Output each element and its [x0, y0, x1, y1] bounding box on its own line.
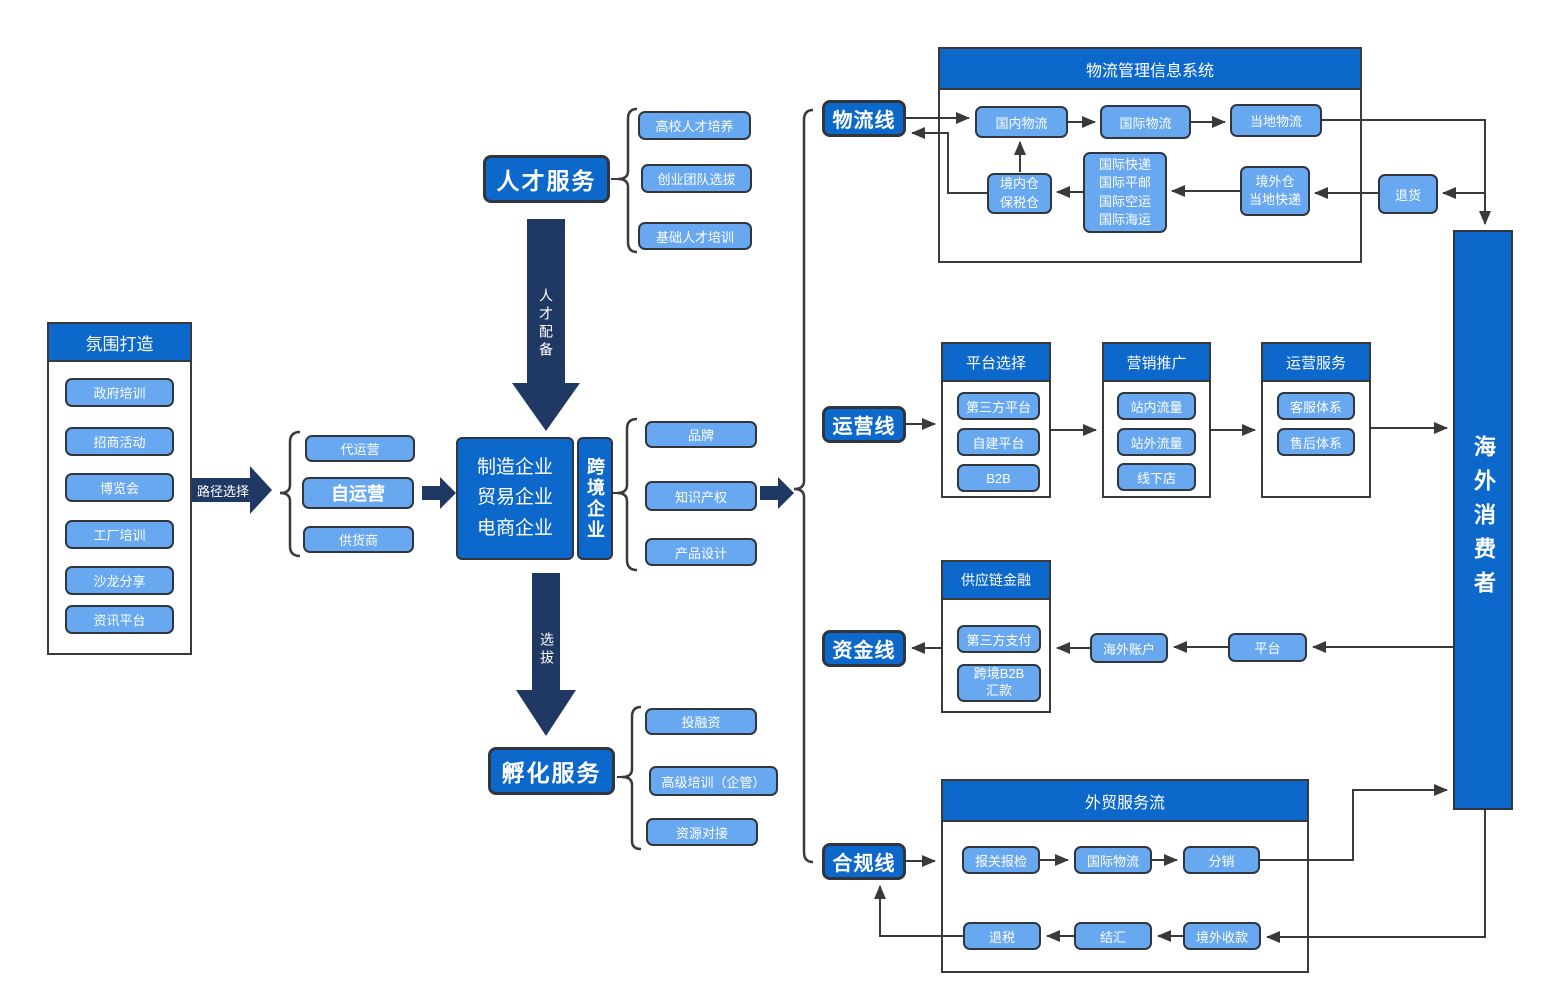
four-lines-brace [793, 108, 814, 864]
talent-brace [617, 107, 638, 254]
incubation-item: 高级培训（企管） [649, 766, 778, 796]
platform-select-title: 平台选择 [943, 344, 1049, 382]
operations-line-label: 运营线 [822, 406, 906, 443]
finance-item: 第三方支付 [957, 625, 1041, 653]
logistics-node: 境外仓 当地快递 [1240, 166, 1310, 216]
overseas-account-node: 海外账户 [1090, 633, 1168, 663]
compliance-node: 分销 [1183, 846, 1260, 874]
foreign-trade-title: 外贸服务流 [943, 781, 1307, 822]
service-item: 售后体系 [1277, 428, 1355, 456]
asset-item: 知识产权 [645, 481, 757, 511]
mode-item: 供货商 [303, 526, 414, 553]
platform-item: B2B [957, 464, 1040, 492]
service-item: 客服体系 [1277, 392, 1355, 420]
compliance-node: 境外收款 [1183, 922, 1261, 950]
platform-node: 平台 [1228, 633, 1307, 662]
atmosphere-item: 工厂培训 [65, 520, 174, 549]
selection-down-arrow [516, 573, 576, 736]
platform-item: 第三方平台 [957, 392, 1040, 420]
mode-item: 代运营 [305, 435, 415, 462]
talent-service-box: 人才服务 [483, 155, 610, 203]
modes-brace [279, 430, 301, 558]
logistics-node: 国内物流 [975, 106, 1068, 138]
modes-to-enterprise-arrow [422, 477, 456, 509]
marketing-title: 营销推广 [1104, 344, 1209, 382]
logistics-system-title: 物流管理信息系统 [940, 49, 1360, 90]
selection-arrow-label: 选拔 [539, 632, 555, 668]
marketing-item: 线下店 [1117, 463, 1196, 491]
overseas-consumer-box: 海外消费者 [1453, 230, 1513, 810]
assets-brace [616, 417, 638, 572]
talent-item: 创业团队选拔 [641, 164, 752, 193]
enterprise-box: 制造企业 贸易企业 电商企业 [456, 437, 574, 560]
incubation-service-box: 孵化服务 [488, 747, 615, 795]
funds-line-label: 资金线 [822, 630, 906, 667]
atmosphere-item: 招商活动 [65, 427, 174, 456]
atmosphere-item: 沙龙分享 [65, 566, 174, 595]
marketing-item: 站内流量 [1117, 392, 1196, 420]
talent-down-arrow [512, 219, 580, 431]
finance-item: 跨境B2B 汇款 [957, 664, 1041, 702]
operation-service-container: 运营服务 [1261, 342, 1371, 498]
compliance-node: 国际物流 [1074, 846, 1152, 874]
crossborder-enterprise-box: 跨境企业 [577, 437, 613, 560]
compliance-node: 结汇 [1074, 922, 1152, 950]
marketing-item: 站外流量 [1117, 428, 1196, 456]
talent-arrow-label: 人才配备 [538, 288, 554, 360]
assets-to-lines-arrow [760, 477, 794, 509]
atmosphere-item: 政府培训 [65, 378, 174, 407]
talent-item: 高校人才培养 [638, 111, 751, 140]
operation-service-title: 运营服务 [1263, 344, 1369, 382]
returns-node: 退货 [1378, 174, 1438, 214]
atmosphere-title: 氛围打造 [49, 324, 190, 362]
talent-item: 基础人才培训 [638, 222, 752, 250]
compliance-line-label: 合规线 [822, 843, 906, 880]
asset-item: 品牌 [645, 421, 757, 448]
incubation-brace [621, 705, 642, 851]
atmosphere-item: 博览会 [65, 473, 174, 502]
logistics-node: 国际物流 [1100, 105, 1191, 139]
logistics-node: 境内仓 保税仓 [987, 173, 1052, 214]
incubation-item: 资源对接 [646, 818, 758, 846]
path-select-arrow [192, 466, 272, 514]
asset-item: 产品设计 [645, 538, 757, 566]
atmosphere-item: 资讯平台 [65, 605, 174, 634]
compliance-node: 退税 [963, 922, 1041, 950]
compliance-node: 报关报检 [962, 846, 1040, 874]
mode-item-selected: 自运营 [302, 477, 414, 509]
platform-item: 自建平台 [957, 428, 1040, 456]
logistics-node: 当地物流 [1230, 104, 1322, 137]
path-select-label: 路径选择 [196, 483, 249, 499]
logistics-line-label: 物流线 [822, 100, 906, 137]
incubation-item: 投融资 [645, 708, 757, 735]
supplychain-finance-title: 供应链金融 [943, 562, 1049, 600]
logistics-node: 国际快递 国际平邮 国际空运 国际海运 [1083, 152, 1167, 233]
